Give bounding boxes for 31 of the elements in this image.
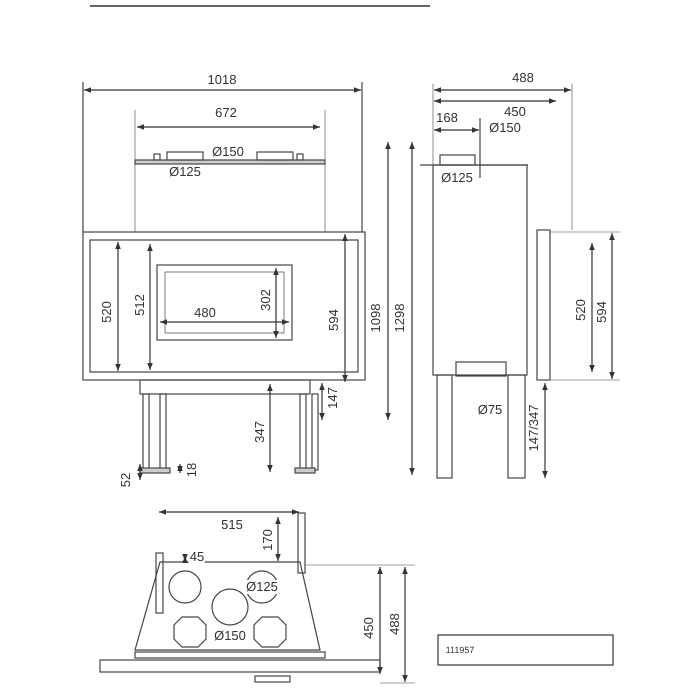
dimension-label: 594 (595, 300, 609, 324)
dimension-label: Ø150 (211, 145, 245, 159)
dimension-label: 672 (214, 106, 238, 120)
dimension-label: 594 (327, 308, 341, 332)
dimension-label: 18 (185, 462, 199, 478)
dimension-label: 450 (362, 616, 376, 640)
dimension-label: 450 (503, 105, 527, 119)
dimension-label: Ø125 (168, 165, 202, 179)
dimension-label: 1298 (393, 302, 407, 334)
dimension-label: 147/347 (527, 404, 541, 452)
dimension-label: Ø150 (213, 629, 247, 643)
dimension-label: 488 (388, 612, 402, 636)
dimension-label: Ø125 (245, 580, 279, 594)
dimension-label: 45 (188, 550, 206, 564)
dimension-label: Ø150 (488, 121, 522, 135)
dimension-label: 512 (133, 293, 147, 317)
dimension-label: Ø75 (476, 403, 504, 417)
dimension-label: 488 (511, 71, 535, 85)
dimension-label: 1098 (369, 302, 383, 334)
dimension-label: 302 (259, 288, 273, 312)
dimension-label: Ø125 (440, 171, 474, 185)
dimension-label: 168 (435, 111, 459, 125)
dimension-label: 147 (326, 386, 340, 410)
dimension-label: 480 (193, 306, 217, 320)
dimension-label: 170 (261, 528, 275, 552)
dimension-label: 52 (119, 472, 133, 488)
dimension-label: 1018 (206, 73, 238, 87)
dimension-label: 520 (100, 300, 114, 324)
dimension-label: 520 (574, 298, 588, 322)
dimension-label: 347 (253, 420, 267, 444)
dimension-label: 515 (220, 518, 244, 532)
